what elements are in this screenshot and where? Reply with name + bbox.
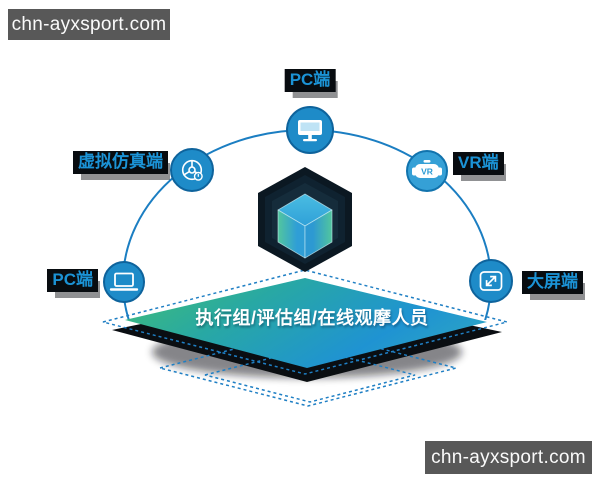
laptop-icon — [109, 272, 139, 291]
platform-top-face — [125, 278, 487, 368]
node-label-vr: VR端 — [453, 152, 504, 175]
vr-headset-icon: VR — [412, 160, 442, 178]
vr-icon-text: VR — [421, 166, 433, 176]
wireframe-diamond-outer — [102, 269, 508, 375]
node-bigscreen — [469, 259, 513, 303]
watermark-top-left: chn-ayxsport.com — [8, 9, 170, 40]
node-label-pc-left: PC端 — [47, 269, 98, 292]
node-pc-top — [286, 106, 334, 154]
node-label-bigscreen: 大屏端 — [522, 271, 583, 294]
hexagon-cube-logo — [258, 167, 352, 272]
node-label-simulation: 虚拟仿真端 — [73, 151, 168, 174]
fullscreen-icon — [479, 271, 503, 291]
cube-icon — [277, 193, 333, 259]
monitor-icon — [298, 120, 322, 142]
node-simulation — [170, 148, 214, 192]
node-pc-left — [103, 261, 145, 303]
node-label-pc-top: PC端 — [284, 69, 336, 92]
platform-caption: 执行组/评估组/在线观摩人员 — [195, 308, 429, 328]
watermark-bottom-right: chn-ayxsport.com — [425, 441, 592, 474]
node-vr: VR — [406, 150, 448, 192]
steering-wheel-icon — [181, 159, 203, 181]
